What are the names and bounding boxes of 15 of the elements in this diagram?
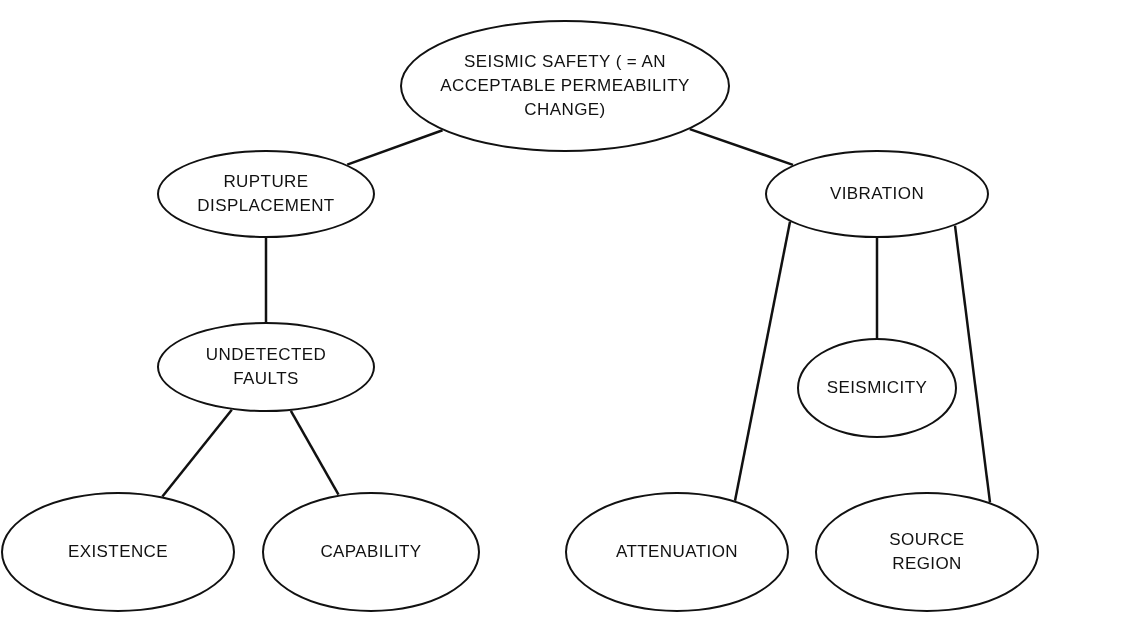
node-label: SOURCE REGION: [888, 529, 966, 575]
connector-line: [953, 225, 992, 503]
node-label: SEISMIC SAFETY ( = AN ACCEPTABLE PERMEABILITY CHANGE): [439, 51, 691, 121]
connector-line: [346, 129, 443, 166]
connector-line: [733, 221, 792, 501]
connector-line: [689, 128, 794, 167]
node-label: CAPABILITY: [320, 541, 422, 563]
node-label: RUPTURE DISPLACEMENT: [196, 171, 336, 217]
node-label: VIBRATION: [829, 183, 925, 205]
connector-line: [875, 238, 879, 338]
node-label: SEISMICITY: [826, 377, 928, 399]
node-label: ATTENUATION: [615, 541, 739, 563]
node-label: EXISTENCE: [67, 541, 169, 563]
node-label: UNDETECTED FAULTS: [204, 344, 328, 390]
connector-line: [264, 238, 268, 322]
